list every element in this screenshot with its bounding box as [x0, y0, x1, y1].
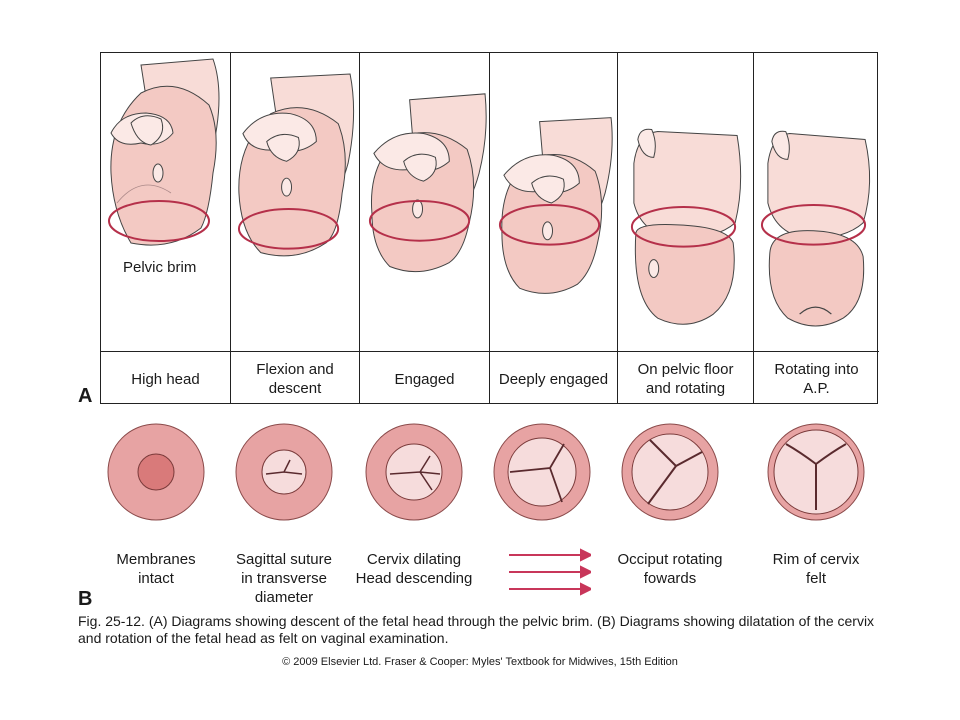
stage-cell-deeply-engaged: Deeply engaged [489, 53, 617, 403]
panel-b-letter: B [78, 588, 93, 610]
stage-label: On pelvic floor and rotating [618, 351, 753, 406]
cervix-panel: Membranes intact Sagittal suture in tran… [100, 422, 890, 607]
fetus-illustration-flexion-descent [237, 73, 355, 257]
progress-arrows [509, 548, 591, 596]
cervix-occiput-rotating [621, 423, 719, 521]
cervix-label: Membranes intact [116, 551, 196, 587]
cervix-transverse-suture [235, 423, 333, 521]
stage-label: Flexion and descent [231, 351, 359, 406]
stage-label: High head [101, 351, 230, 406]
stage-label: Engaged [360, 351, 489, 406]
cervix-membranes-intact [107, 423, 205, 521]
stage-cell-high-head: Pelvic brim High head [101, 53, 230, 403]
pelvic-brim-ring [108, 200, 210, 242]
copyright-line: © 2009 Elsevier Ltd. Fraser & Cooper: My… [282, 656, 678, 668]
stage-label: Deeply engaged [490, 351, 617, 406]
stage-cell-pelvic-floor-rotating: On pelvic floor and rotating [617, 53, 753, 403]
fetus-illustration-rotating-ap [760, 130, 871, 327]
cervix-label: Occiput rotating fowards [617, 551, 723, 587]
fetus-illustration-engaged [368, 93, 487, 273]
cervix-dilating [365, 423, 463, 521]
descent-panel: Pelvic brim High head Flexion and descen… [100, 52, 879, 404]
pelvic-brim-label: Pelvic brim [123, 259, 197, 276]
cervix-rim-felt [767, 423, 865, 521]
cervix-label: Sagittal suture in transverse diameter [236, 551, 332, 606]
stage-label: Rotating into A.P. [754, 351, 879, 406]
panel-a-letter: A [78, 385, 93, 407]
cervix-dilating-further [493, 423, 591, 521]
fetus-illustration-pelvic-floor [630, 128, 742, 325]
stage-cell-engaged: Engaged [359, 53, 489, 403]
fetus-illustration-deeply-engaged [498, 117, 613, 294]
stage-cell-rotating-ap: Rotating into A.P. [753, 53, 879, 403]
cervix-label: Cervix dilating Head descending [355, 551, 473, 587]
stage-cell-flexion-descent: Flexion and descent [230, 53, 359, 403]
cervix-label: Rim of cervix felt [772, 551, 860, 587]
figure-caption: Fig. 25-12. (A) Diagrams showing descent… [78, 613, 875, 646]
